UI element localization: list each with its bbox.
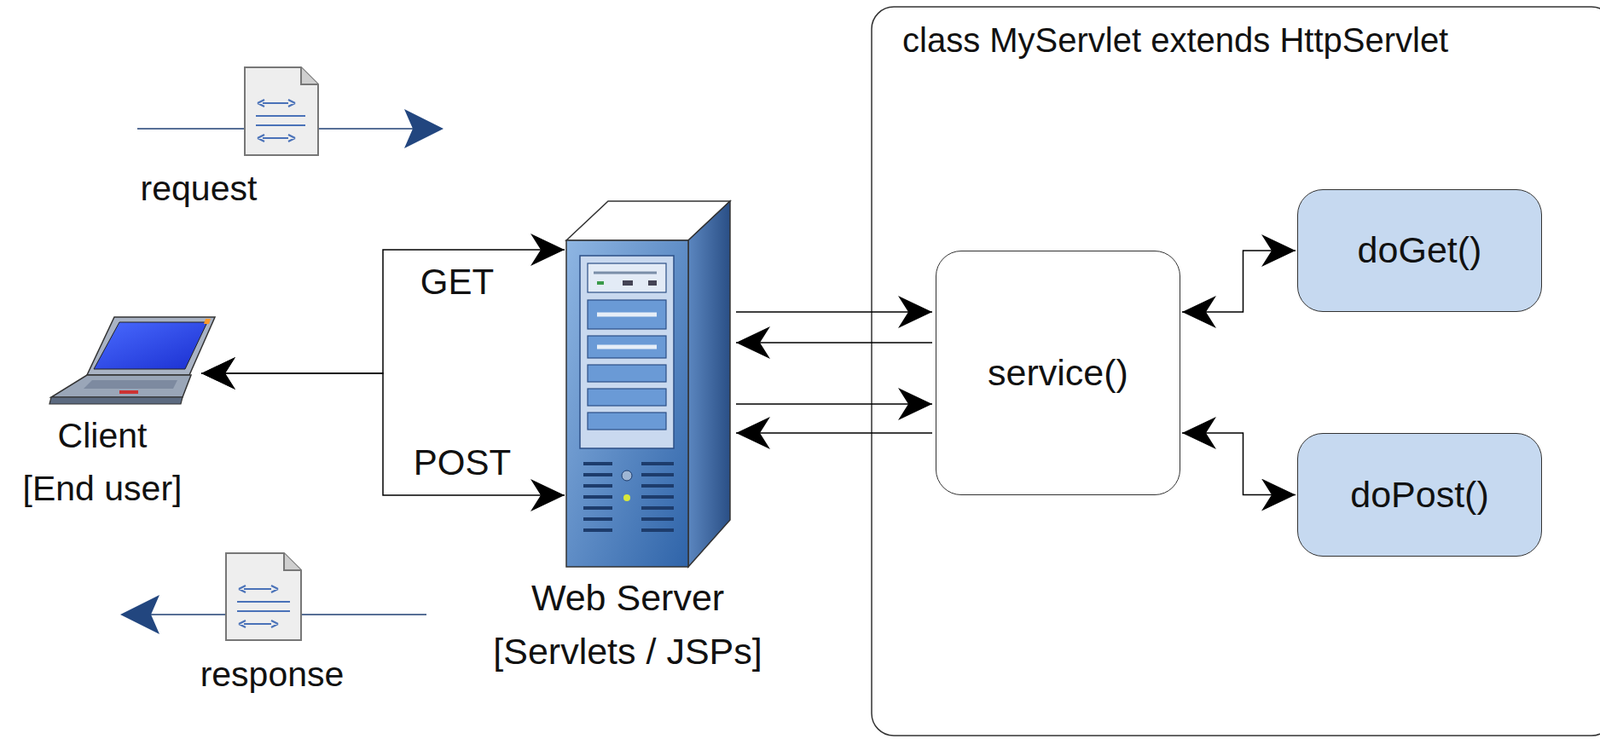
server-icon	[566, 201, 731, 568]
connector-arrow	[1182, 250, 1296, 313]
flow-label: response	[200, 655, 345, 696]
connector-arrow	[201, 373, 565, 496]
http-method-label: POST	[411, 442, 513, 484]
node-title: class MyServlet extends HttpServlet	[902, 20, 1449, 60]
connector-arrow	[736, 311, 933, 314]
class-container-outline	[871, 6, 1600, 737]
web-server-node: Web Server[Servlets / JSPs]	[566, 201, 731, 568]
flow-label: request	[140, 168, 258, 209]
client-node: Client[End user]	[46, 313, 202, 405]
connector-arrow	[736, 342, 933, 344]
node-title: doGet()	[1357, 229, 1483, 272]
node-title: service()	[987, 352, 1129, 395]
response-document	[226, 553, 302, 641]
node-title: Web Server	[531, 577, 725, 620]
http-method-label: GET	[418, 261, 496, 303]
connector-arrow	[736, 403, 933, 406]
node-title: doPost()	[1350, 474, 1490, 516]
laptop-icon	[49, 317, 215, 405]
connector-arrow	[1182, 433, 1296, 496]
doget-box: doGet()	[1297, 189, 1543, 313]
node-title: Client	[57, 416, 148, 457]
dopost-box: doPost()	[1297, 433, 1543, 557]
class-container: class MyServlet extends HttpServlet servi…	[871, 6, 1600, 737]
node-subtitle: [End user]	[23, 469, 183, 510]
node-subtitle: [Servlets / JSPs]	[492, 631, 762, 673]
connector-arrow	[736, 432, 933, 435]
service-box: service()	[935, 250, 1181, 496]
connector-arrow	[201, 249, 565, 374]
request-document	[244, 67, 319, 156]
